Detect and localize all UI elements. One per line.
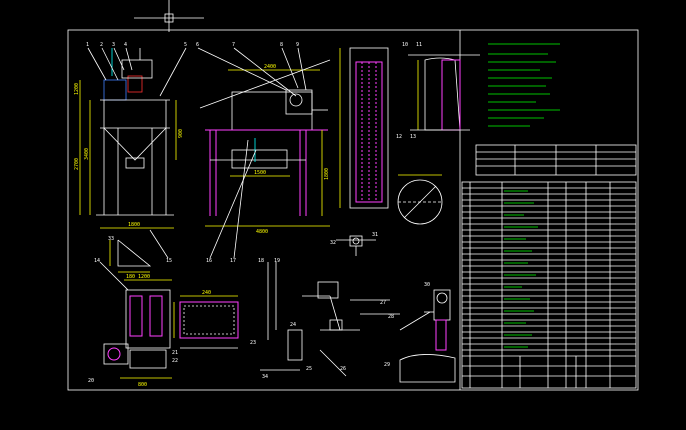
pump-assembly-view [399, 289, 456, 383]
dim-plan-width: 800 [138, 382, 147, 388]
balloon-23: 23 [250, 340, 256, 346]
balloon-1: 1 [86, 42, 89, 48]
balloon-30: 30 [424, 282, 430, 288]
tank-plan-view [173, 295, 239, 349]
balloon-13: 13 [410, 134, 416, 140]
side-elevation-view [199, 59, 331, 227]
front-elevation-view [79, 48, 177, 229]
balloon-28: 28 [388, 314, 394, 320]
dim-front-width: 1800 [128, 222, 140, 228]
bracket-detail-view [109, 239, 152, 273]
drawing-frame [67, 29, 639, 391]
balloon-18: 18 [258, 258, 264, 264]
dim-side-width: 2400 [264, 64, 276, 70]
balloon-21: 21 [172, 350, 178, 356]
dim-side-inner-width: 1500 [254, 170, 266, 176]
balloon-22: 22 [172, 358, 178, 364]
crosshair-cursor-icon [134, 0, 204, 32]
dim-plan-top: 1200 [138, 274, 150, 280]
balloon-12: 12 [396, 134, 402, 140]
flange-circle-view [397, 174, 443, 225]
parts-list-table [461, 181, 637, 389]
balloon-24: 24 [290, 322, 296, 328]
dim-side-base: 4800 [256, 229, 268, 235]
balloon-17: 17 [230, 258, 236, 264]
balloon-19: 19 [274, 258, 280, 264]
balloon-15: 15 [166, 258, 172, 264]
balloon-16: 16 [206, 258, 212, 264]
balloon-9: 9 [296, 42, 299, 48]
balloon-33: 33 [108, 236, 114, 242]
balloon-32: 32 [330, 240, 336, 246]
balloon-4: 4 [124, 42, 127, 48]
dim-tank-width: 240 [202, 290, 211, 296]
balloon-25: 25 [306, 366, 312, 372]
dim-front-height-4: 900 [178, 129, 184, 138]
balloon-2: 2 [100, 42, 103, 48]
dim-side-height: 1800 [324, 168, 330, 180]
technical-notes-block [488, 43, 560, 127]
dim-front-height-1: 1200 [74, 83, 80, 95]
balloon-34: 34 [262, 374, 268, 380]
piping-schematic-view [260, 262, 400, 377]
detail-section-view [408, 54, 480, 131]
balloon-5: 5 [184, 42, 187, 48]
balloon-8: 8 [280, 42, 283, 48]
plan-view [103, 279, 172, 379]
valve-detail-view [336, 235, 376, 256]
dim-front-height-2: 2700 [74, 158, 80, 170]
balloon-6: 6 [196, 42, 199, 48]
balloon-26: 26 [340, 366, 346, 372]
balloon-7: 7 [232, 42, 235, 48]
balloon-11: 11 [416, 42, 422, 48]
leader-lines [87, 47, 307, 291]
balloon-20: 20 [88, 378, 94, 384]
balloon-3: 3 [112, 42, 115, 48]
parameter-table [475, 144, 637, 176]
dim-front-height-3: 3400 [84, 148, 90, 160]
balloon-10: 10 [402, 42, 408, 48]
filter-column-view [339, 47, 389, 209]
balloon-14: 14 [94, 258, 100, 264]
balloon-29: 29 [384, 362, 390, 368]
dim-bracket-width: 180 [126, 274, 135, 280]
balloon-31: 31 [372, 232, 378, 238]
balloon-27: 27 [380, 300, 386, 306]
parts-list-entries [504, 190, 538, 348]
